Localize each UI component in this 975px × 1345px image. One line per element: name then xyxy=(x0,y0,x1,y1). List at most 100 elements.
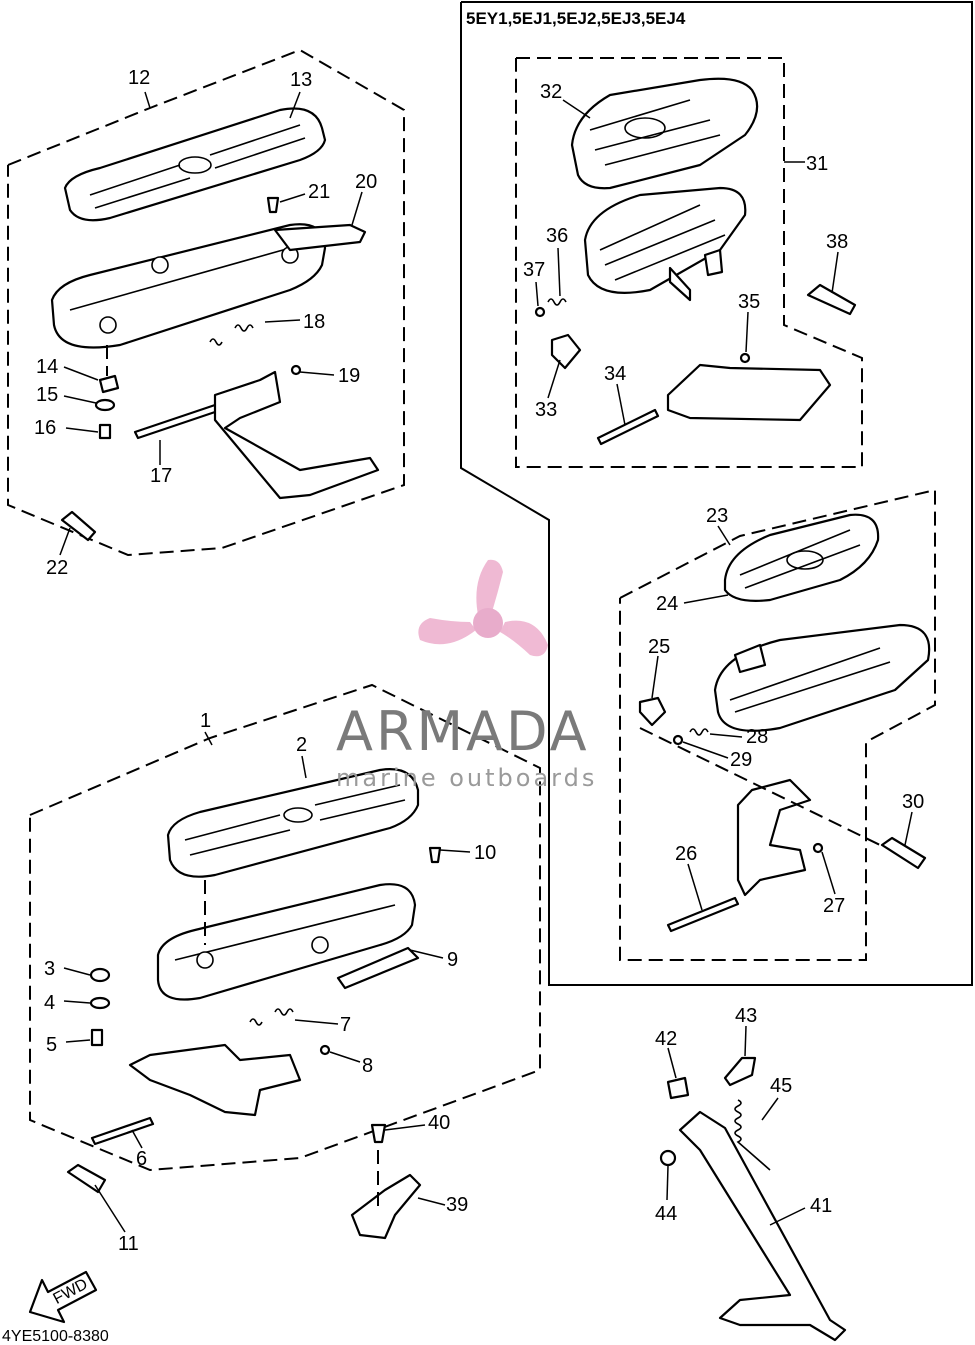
spring-36 xyxy=(547,298,567,306)
part-label-27: 27 xyxy=(823,895,845,917)
side-stand-41 xyxy=(678,1110,847,1342)
spring-7 xyxy=(249,1008,294,1026)
catalog-code: 4YE5100-8380 xyxy=(2,1328,109,1345)
leader-dash-23 xyxy=(639,727,881,846)
part-label-45: 45 xyxy=(770,1075,792,1097)
bolt-30 xyxy=(880,836,927,870)
part-label-37: 37 xyxy=(523,259,545,281)
part-label-25: 25 xyxy=(648,636,670,658)
ball-8 xyxy=(319,1044,331,1056)
part-label-7: 7 xyxy=(340,1014,351,1036)
screw-21 xyxy=(266,196,280,214)
part-label-29: 29 xyxy=(730,749,752,771)
leader-19 xyxy=(299,371,335,376)
bar-9 xyxy=(336,946,420,990)
bolt-5 xyxy=(90,1028,104,1047)
leader-25 xyxy=(651,655,659,699)
leader-43 xyxy=(744,1025,747,1057)
leader-23 xyxy=(717,525,731,546)
bracket-1 xyxy=(128,1043,302,1117)
leader-29 xyxy=(682,741,729,759)
screw-10 xyxy=(428,846,442,864)
collar-42 xyxy=(666,1076,690,1100)
leader-18 xyxy=(264,319,301,323)
part-label-44: 44 xyxy=(655,1203,677,1225)
spring-18 xyxy=(209,324,254,346)
part-label-36: 36 xyxy=(546,225,568,247)
leader-44 xyxy=(666,1165,669,1201)
part-label-3: 3 xyxy=(44,958,55,980)
ball-19 xyxy=(290,364,302,376)
part-label-33: 33 xyxy=(535,399,557,421)
leader-15 xyxy=(63,395,97,404)
leader-2 xyxy=(301,755,307,779)
leader-35 xyxy=(745,311,749,353)
bolt-38 xyxy=(806,283,857,316)
part-label-31: 31 xyxy=(806,153,828,175)
leader-42 xyxy=(667,1047,677,1079)
bracket-12 xyxy=(213,370,380,500)
part-label-38: 38 xyxy=(826,231,848,253)
footboard-23 xyxy=(713,623,931,732)
footboard-pad-13 xyxy=(63,107,327,222)
leader-5 xyxy=(65,1039,91,1043)
clip-27 xyxy=(812,842,824,854)
leader-7 xyxy=(294,1019,339,1025)
part-label-5: 5 xyxy=(46,1034,57,1056)
assembly-23-box xyxy=(619,488,936,961)
footboard-1 xyxy=(156,883,417,1001)
part-label-40: 40 xyxy=(428,1112,450,1134)
pin-26 xyxy=(666,896,740,933)
footboard-31 xyxy=(583,186,747,302)
part-label-11: 11 xyxy=(118,1233,139,1255)
pin-17 xyxy=(133,403,220,440)
part-label-41: 41 xyxy=(810,1195,832,1217)
part-label-8: 8 xyxy=(362,1055,373,1077)
leader-27 xyxy=(821,851,836,895)
bracket-23 xyxy=(736,778,812,897)
plate-25 xyxy=(638,696,667,727)
leader-16 xyxy=(65,427,99,433)
nut-44 xyxy=(659,1149,677,1167)
variant-header: 5EY1,5EJ1,5EJ2,5EJ3,5EJ4 xyxy=(466,9,686,28)
part-label-21: 21 xyxy=(308,181,330,203)
leader-21 xyxy=(279,193,306,203)
bracket-39 xyxy=(350,1173,422,1240)
part-label-42: 42 xyxy=(655,1028,677,1050)
leader-11 xyxy=(94,1184,126,1233)
part-label-4: 4 xyxy=(44,992,55,1014)
part-label-14: 14 xyxy=(36,356,58,378)
leader-36 xyxy=(557,247,561,297)
leader-24 xyxy=(683,594,729,604)
part-label-13: 13 xyxy=(290,69,312,91)
part-label-32: 32 xyxy=(540,81,562,103)
ball-37 xyxy=(534,306,546,318)
part-label-26: 26 xyxy=(675,843,697,865)
leader-37 xyxy=(535,281,539,307)
part-label-28: 28 xyxy=(746,726,768,748)
leader-32 xyxy=(562,99,591,119)
footboard-pad-24 xyxy=(723,513,880,602)
leader-12 xyxy=(144,91,151,109)
part-label-16: 16 xyxy=(34,417,56,439)
leader-13 xyxy=(289,91,301,119)
variant-frame xyxy=(460,1,973,986)
watermark-brand: ARMADA xyxy=(336,700,590,763)
spring-28 xyxy=(689,728,709,736)
leader-14 xyxy=(63,366,99,381)
footboard-12 xyxy=(50,223,327,349)
leader-38 xyxy=(831,251,839,294)
pin-34 xyxy=(596,408,660,446)
part-label-30: 30 xyxy=(902,791,924,813)
bar-20 xyxy=(273,223,367,252)
part-label-43: 43 xyxy=(735,1005,757,1027)
footboard-pad-2 xyxy=(166,768,420,878)
leader-30 xyxy=(904,811,913,846)
part-label-35: 35 xyxy=(738,291,760,313)
part-label-1: 1 xyxy=(200,710,211,732)
leader-34 xyxy=(616,383,626,426)
part-label-15: 15 xyxy=(36,384,58,406)
part-label-17: 17 xyxy=(150,465,172,487)
leader-6 xyxy=(131,1129,143,1149)
